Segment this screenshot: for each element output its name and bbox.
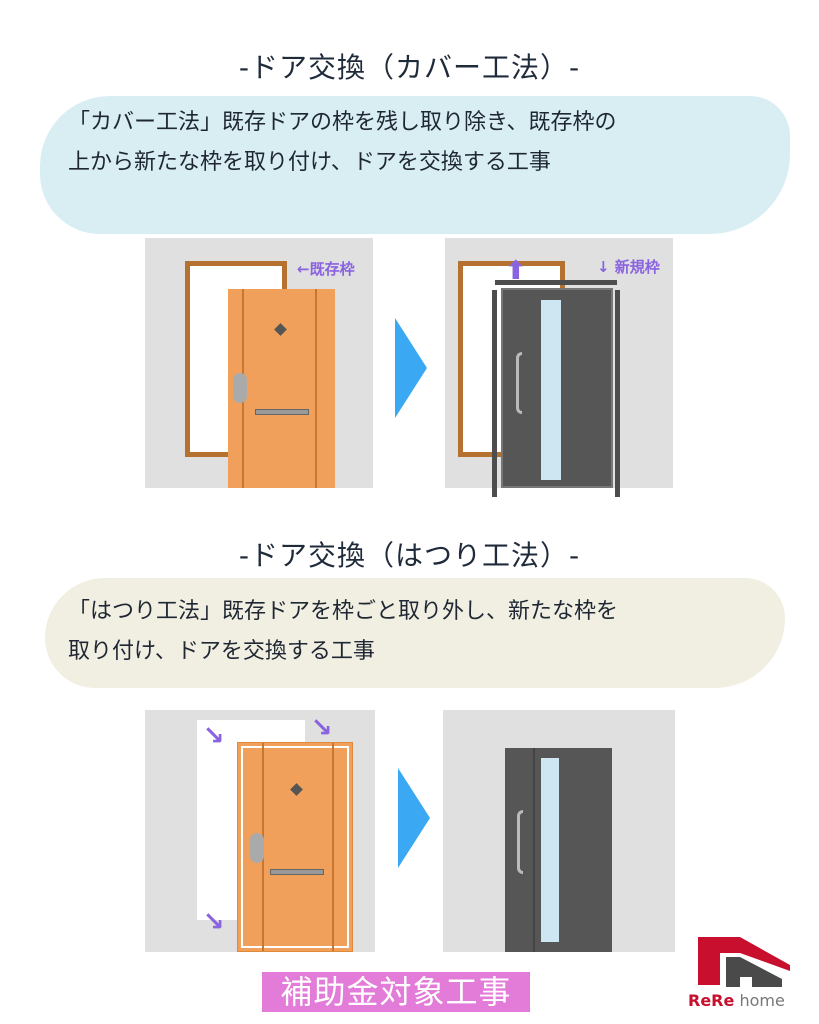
new-frame-top xyxy=(495,280,617,285)
new-frame-right xyxy=(615,290,620,497)
door-handle-icon xyxy=(516,352,522,414)
old-door xyxy=(228,289,335,488)
section2-desc-line2: 取り付け、ドアを交換する工事 xyxy=(68,639,375,664)
section1-title: -ドア交換（カバー工法）- xyxy=(238,51,581,84)
up-arrow-icon: ⬆ xyxy=(505,256,527,286)
new-frame-label: ↓ 新規枠 xyxy=(597,258,660,276)
section2-cloud xyxy=(45,578,785,688)
new-door xyxy=(501,288,613,488)
remove-arrow-icon: → xyxy=(303,708,341,746)
cover-before-panel: ←既存枠 xyxy=(145,238,373,488)
new-frame-label-text: 新規枠 xyxy=(614,258,660,276)
logo-brand: ReRe xyxy=(688,991,735,1010)
section2-title: -ドア交換（はつり工法）- xyxy=(238,539,581,572)
hatsuri-after-panel xyxy=(443,710,675,952)
new-frame-left xyxy=(492,290,497,497)
door-handle-icon xyxy=(250,833,264,863)
cover-after-panel: ⬆ ↓ 新規枠 xyxy=(445,238,673,497)
section2-desc-line1: 「はつり工法」既存ドアを枠ごと取り外し、新たな枠を xyxy=(68,599,619,624)
door-handle-icon xyxy=(233,373,247,403)
section1-desc-line1: 「カバー工法」既存ドアの枠を残し取り除き、既存枠の xyxy=(68,110,617,135)
section1-desc-line2: 上から新たな枠を取り付け、ドアを交換する工事 xyxy=(68,150,551,175)
subsidy-badge: 補助金対象工事 xyxy=(262,972,530,1012)
house-logo-icon xyxy=(698,937,790,987)
arrow-right-icon xyxy=(398,768,430,868)
existing-frame-label: ←既存枠 xyxy=(297,260,355,278)
new-door xyxy=(505,748,612,952)
rerehome-logo: ReRe home xyxy=(688,935,805,1010)
old-door-with-frame xyxy=(237,742,353,952)
section1-cloud xyxy=(40,96,790,234)
logo-suffix: home xyxy=(739,991,785,1010)
door-handle-icon xyxy=(517,810,523,874)
arrow-right-icon xyxy=(395,318,427,418)
hatsuri-before-panel: → → → xyxy=(145,708,375,952)
